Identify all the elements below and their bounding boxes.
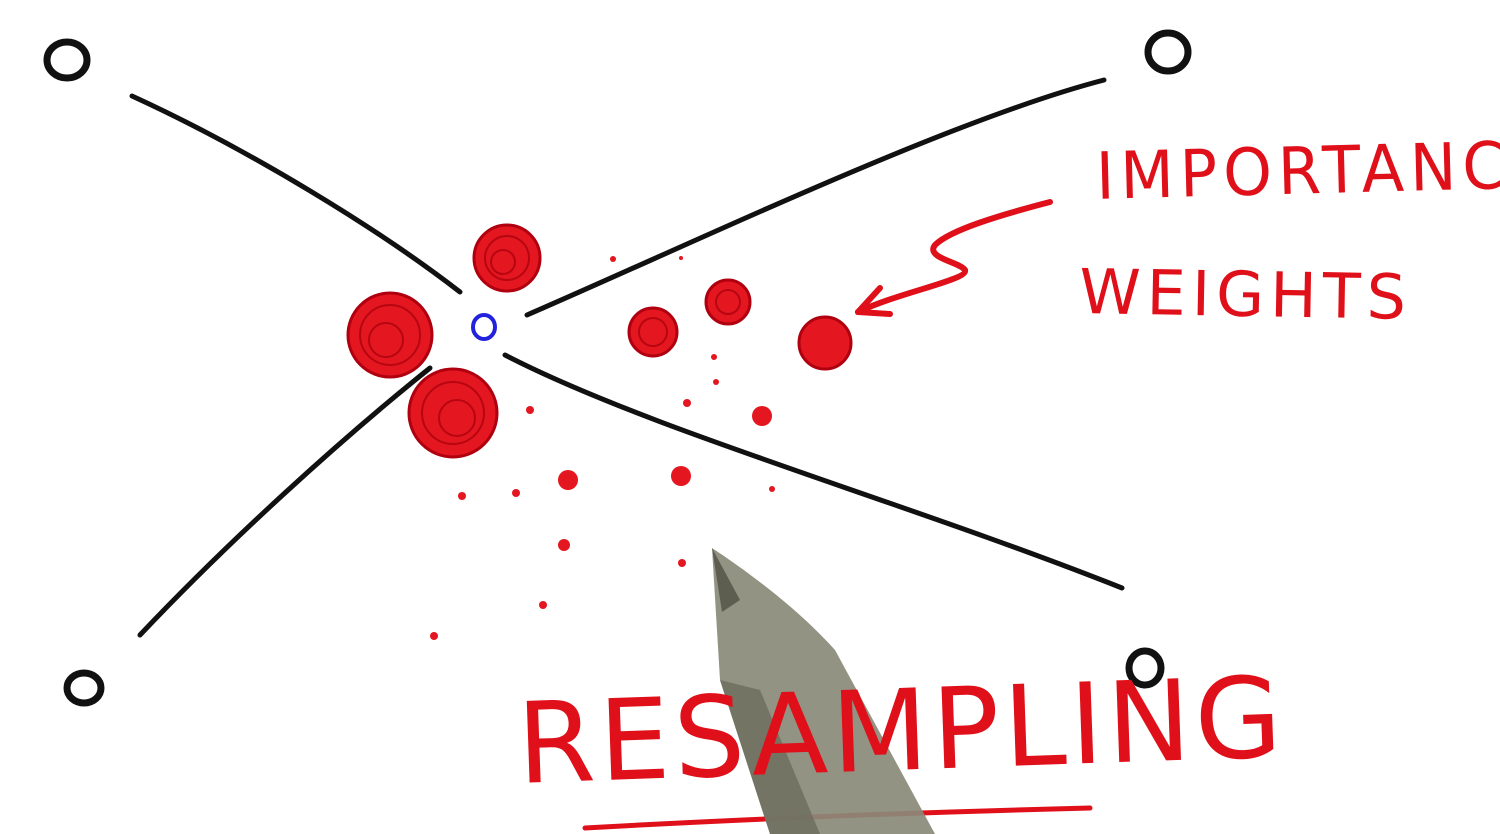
resampling-title: RESAMPLING [515,653,1288,810]
particle-tiny [526,406,534,414]
weights-label: WEIGHTS [1078,255,1413,334]
particle-medium [797,315,853,371]
measurement-lines [129,77,1125,638]
landmarks [43,29,1192,707]
particle-small [752,406,772,426]
particle-large [472,223,542,293]
robot-marker [471,313,497,341]
particle-tiny [683,399,691,407]
particle-small [558,470,578,490]
landmark-top-right [1144,29,1192,75]
particle-medium [627,306,679,358]
landmark-top-left [43,38,91,82]
annotation-arrow [855,199,1053,317]
particle-tiny [769,486,775,492]
particle-tiny [711,354,717,360]
line-to-top-left [129,93,463,295]
particle-tiny [539,601,547,609]
particle-tiny [512,489,520,497]
line-to-top-right [524,77,1107,318]
importance-label: IMPORTANCE [1095,125,1500,215]
particle-medium [704,278,752,326]
particle-tiny [610,256,616,262]
weighted-particles-small [430,256,775,640]
particle-scribbles [359,235,741,445]
particle-tiny [430,632,438,640]
particle-tiny [713,379,719,385]
stylus-pen [712,548,935,834]
line-to-bottom-left [137,365,433,638]
line-to-bottom-right [502,352,1125,591]
particle-tiny [679,256,683,260]
landmark-bottom-left [63,669,105,707]
landmark-bottom-right [1125,647,1165,689]
particle-tiny [458,492,466,500]
particle-small [558,539,570,551]
particle-tiny [678,559,686,567]
particle-small [671,466,691,486]
